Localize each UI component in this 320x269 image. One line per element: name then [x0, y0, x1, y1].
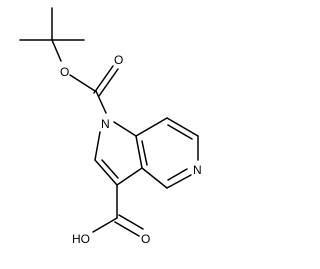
bond-c7-c6 — [166, 117, 199, 137]
bond-oxygen-to-carbonyl — [69, 74, 96, 92]
atom-label-acid-carbonyl-oxygen: O — [141, 232, 150, 246]
tert-butyl-group — [19, 7, 85, 62]
atom-label-pyridine-nitrogen: N — [193, 163, 202, 177]
bond-n5-c4-inner — [167, 168, 188, 181]
pyridine-ring — [135, 117, 199, 189]
bond-c2-c3-inner — [101, 159, 119, 179]
bond-acid-to-hydroxyl — [92, 217, 118, 233]
bond-c7a-c7 — [135, 117, 168, 137]
bond-c4-c3a — [141, 167, 168, 189]
bond-carbonyl-to-nitrogen — [95, 90, 107, 114]
structure-canvas: O O N N HO O — [19, 7, 202, 246]
bond-tbu-to-oxygen — [51, 39, 62, 62]
bond-carbonyl-double-2 — [98, 68, 119, 97]
atom-label-ester-carbonyl-oxygen: O — [114, 53, 123, 67]
bond-c7-c6-inner — [167, 124, 193, 140]
bond-n1-c2 — [94, 131, 101, 161]
bond-c3-c3a — [116, 167, 143, 186]
boc-carbonyl-group — [69, 65, 119, 114]
atom-label-acid-hydroxyl: HO — [72, 232, 90, 246]
bond-n1-c7a — [113, 121, 137, 137]
bond-acid-double-1 — [114, 221, 140, 237]
bond-carbonyl-double-1 — [93, 65, 114, 94]
atom-label-ester-link-oxygen: O — [60, 65, 69, 79]
molecule-diagram: O O N N HO O — [19, 7, 202, 246]
pyrrole-ring — [94, 121, 143, 186]
bond-n5-c4 — [166, 174, 192, 189]
carboxylic-acid-group — [92, 184, 144, 237]
bond-c3a-c7a — [135, 135, 143, 169]
bond-c7a-c3a-inner — [141, 140, 148, 166]
atom-label-pyrrole-nitrogen: N — [101, 117, 110, 131]
bond-acid-double-2 — [118, 214, 144, 230]
bond-c2-c3 — [94, 159, 118, 186]
